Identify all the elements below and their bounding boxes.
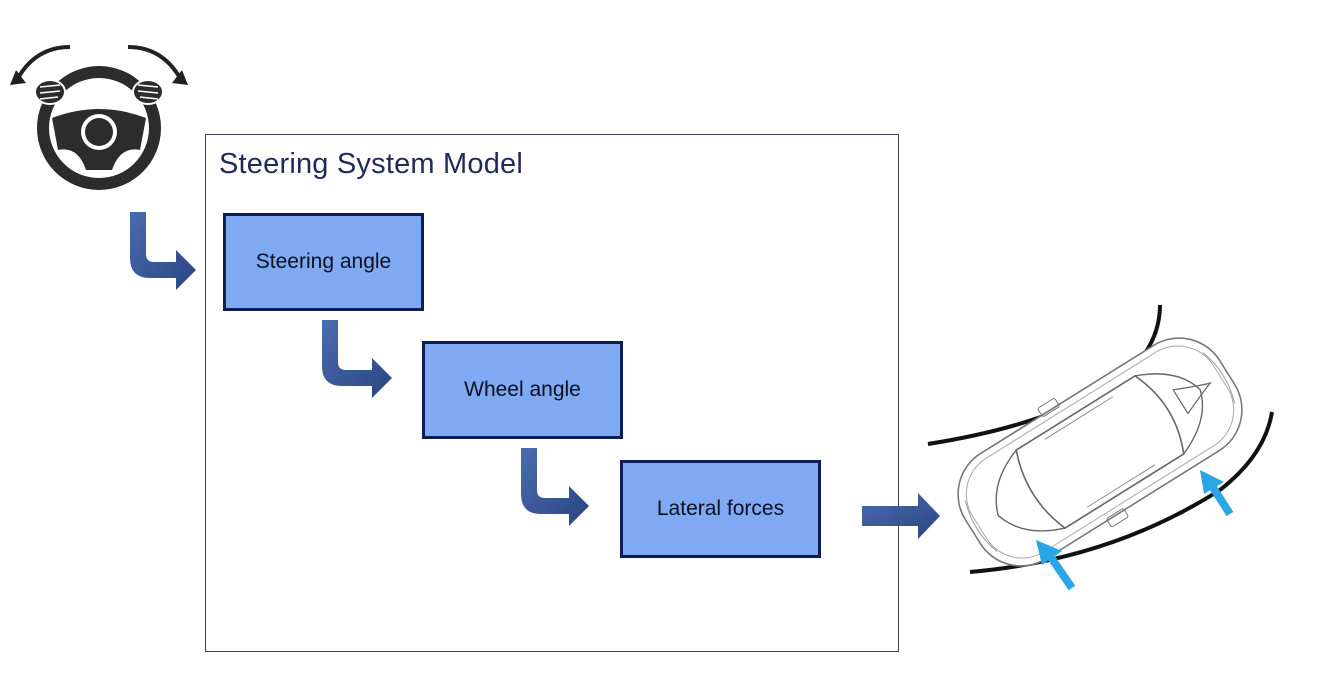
bent-arrow-step1 xyxy=(322,320,392,398)
lateral-forces-label: Lateral forces xyxy=(656,497,785,520)
lateral-force-arrow-icon xyxy=(1200,470,1234,517)
diagram-title: Steering System Model xyxy=(219,148,523,180)
steering-wheel-icon xyxy=(10,45,188,190)
steering-angle-label: Steering angle xyxy=(255,250,392,273)
bent-arrow-input xyxy=(130,212,196,290)
lateral-force-arrow-icon xyxy=(1036,540,1076,591)
output-arrow xyxy=(862,493,940,539)
steering-system-model-frame xyxy=(205,134,899,652)
car-body xyxy=(957,337,1243,567)
bent-arrow-step2 xyxy=(521,448,589,526)
wheel-angle-label: Wheel angle xyxy=(464,378,581,401)
lateral-forces-box: Lateral forces xyxy=(620,460,821,558)
wheel-angle-box: Wheel angle xyxy=(422,341,623,439)
steering-angle-box: Steering angle xyxy=(223,213,424,311)
